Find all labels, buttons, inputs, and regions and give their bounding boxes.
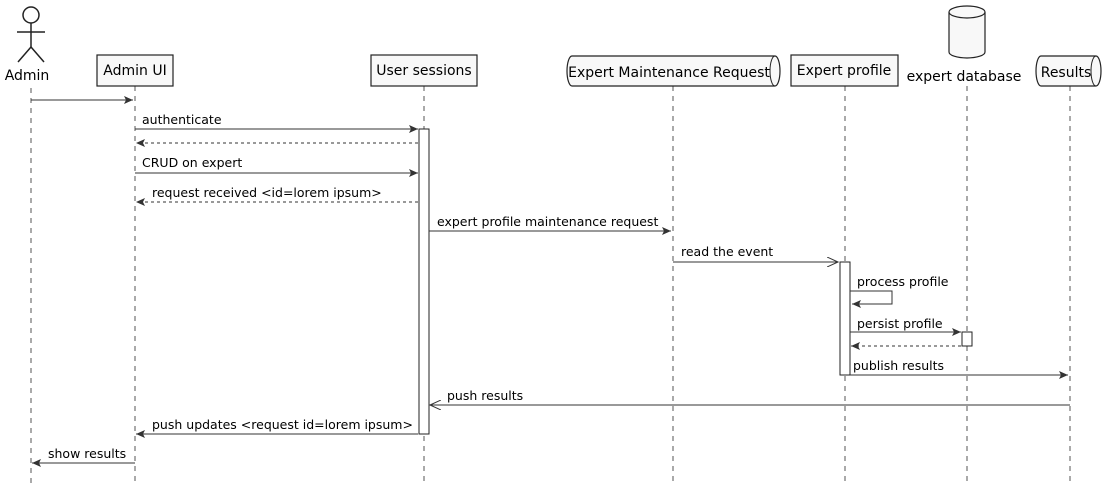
participant-label-admin-ui: Admin UI: [103, 63, 166, 79]
participant-results: Results: [1035, 55, 1102, 87]
message-authenticate: authenticate: [135, 112, 418, 133]
message-request-received: request received <id=lorem ipsum>: [136, 185, 418, 206]
participant-expert-database: expert database: [907, 5, 1022, 85]
message-label-push-updates: push updates <request id=lorem ipsum>: [152, 417, 413, 432]
database-icon: [948, 5, 986, 59]
participant-admin: Admin: [5, 6, 50, 84]
message-process-profile: process profile: [850, 274, 949, 308]
message-push-updates: push updates <request id=lorem ipsum>: [136, 417, 418, 438]
message-crud-on-expert: CRUD on expert: [135, 155, 418, 177]
participant-user-sessions: User sessions: [370, 54, 478, 87]
message-label-expert-profile-maintenance-request: expert profile maintenance request: [437, 214, 658, 229]
activation-user-sessions: [418, 128, 430, 435]
participant-label-expert-database: expert database: [907, 69, 1022, 85]
message-label-persist-profile: persist profile: [857, 316, 943, 331]
message-label-authenticate: authenticate: [142, 112, 222, 127]
participant-expert-maintenance-request: Expert Maintenance Request: [566, 55, 781, 87]
participant-admin-ui: Admin UI: [96, 54, 174, 87]
message-read-the-event: read the event: [673, 244, 838, 262]
message-label-request-received: request received <id=lorem ipsum>: [152, 185, 382, 200]
message-push-results: push results: [430, 388, 1070, 405]
participant-label-expert-maintenance-request: Expert Maintenance Request: [568, 65, 770, 81]
message-expert-profile-maintenance-request: expert profile maintenance request: [429, 214, 671, 235]
participant-label-expert-profile: Expert profile: [797, 63, 892, 79]
message-label-publish-results: publish results: [853, 358, 944, 373]
participant-label-admin: Admin: [5, 68, 50, 84]
message-label-process-profile: process profile: [857, 274, 949, 289]
message-persist-profile: persist profile: [850, 316, 961, 336]
participant-label-user-sessions: User sessions: [376, 63, 471, 79]
activation-expert-database: [961, 331, 973, 347]
activation-expert-profile: [839, 261, 851, 376]
message-publish-results: publish results: [850, 358, 1068, 379]
participant-label-results: Results: [1041, 65, 1092, 81]
actor-icon: [17, 6, 45, 63]
participant-expert-profile: Expert profile: [790, 54, 899, 87]
message-label-crud-on-expert: CRUD on expert: [142, 155, 242, 170]
message-label-show-results: show results: [48, 446, 126, 461]
message-show-results: show results: [32, 446, 135, 467]
message-label-push-results: push results: [447, 388, 523, 403]
message-label-read-the-event: read the event: [681, 244, 773, 259]
